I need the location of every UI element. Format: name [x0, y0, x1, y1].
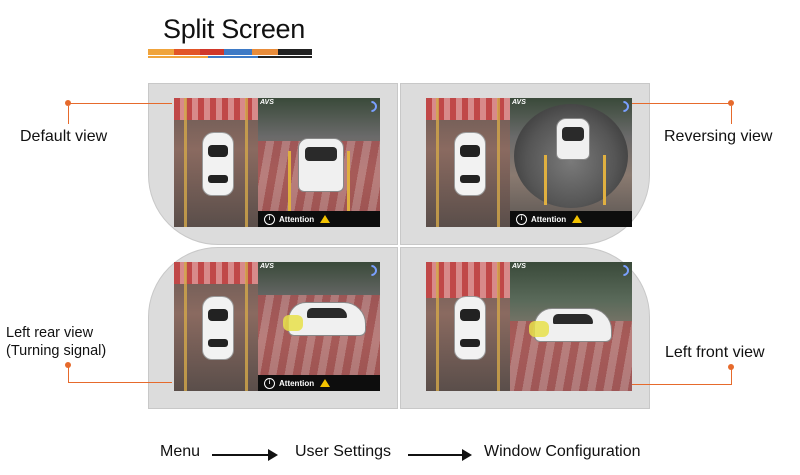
status-bar: i Attention [510, 211, 632, 227]
status-text: Attention [531, 214, 567, 224]
status-text: Attention [279, 214, 315, 224]
screen-default-view: i Attention AVS [174, 98, 380, 227]
warning-icon [320, 215, 331, 223]
connector-line [68, 382, 172, 383]
warning-icon [320, 379, 331, 387]
nav-step-user-settings: User Settings [295, 443, 392, 460]
top-down-camera [174, 98, 258, 227]
brand-logo: AVS [260, 99, 274, 106]
connector-dot [728, 364, 734, 370]
title-underline-thin [148, 56, 312, 58]
status-bar: i Attention [258, 211, 380, 227]
label-left-rear-view: Left rear view (Turning signal) [6, 324, 106, 360]
label-default-view: Default view [20, 128, 108, 145]
screen-left-front-view: AVS [426, 262, 632, 391]
car-top-icon [202, 296, 234, 360]
arrow-right-icon [212, 449, 278, 461]
nav-step-window-configuration: Window Configuration [484, 443, 641, 460]
connector-line [731, 368, 732, 384]
label-left-front-view: Left front view [665, 344, 765, 361]
warning-icon [572, 215, 583, 223]
car-top-icon [454, 132, 486, 196]
info-icon: i [264, 213, 275, 225]
brand-logo: AVS [260, 263, 274, 270]
info-icon: i [516, 213, 527, 225]
connector-line [68, 364, 69, 382]
connector-dot [728, 100, 734, 106]
brand-logo: AVS [512, 99, 526, 106]
connector-line [632, 384, 732, 385]
status-text: Attention [279, 378, 315, 388]
page-title: Split Screen [163, 14, 305, 44]
brand-logo: AVS [512, 263, 526, 270]
connector-line [68, 103, 172, 104]
title-underline [148, 49, 312, 55]
nav-step-menu: Menu [160, 443, 201, 460]
rear-camera-feed: i Attention [258, 98, 380, 227]
connector-line [68, 106, 69, 124]
connector-line [731, 106, 732, 124]
info-icon: i [264, 377, 275, 389]
car-top-icon [454, 296, 486, 360]
status-bar: i Attention [258, 375, 380, 391]
screen-left-rear-view: i Attention AVS [174, 262, 380, 391]
car-top-icon [202, 132, 234, 196]
arrow-right-icon [408, 449, 472, 461]
side-camera-feed: i Attention [258, 262, 380, 391]
label-left-rear-line1: Left rear view [6, 325, 94, 341]
front-side-camera-feed [510, 262, 632, 391]
top-down-camera [426, 262, 510, 391]
top-down-camera [426, 98, 510, 227]
connector-dot [65, 362, 71, 368]
fisheye-camera-feed: i Attention [510, 98, 632, 227]
label-reversing-view: Reversing view [664, 128, 773, 145]
screen-reversing-view: i Attention AVS [426, 98, 632, 227]
label-left-rear-line2: (Turning signal) [6, 343, 107, 359]
connector-line [632, 103, 731, 104]
top-down-camera [174, 262, 258, 391]
